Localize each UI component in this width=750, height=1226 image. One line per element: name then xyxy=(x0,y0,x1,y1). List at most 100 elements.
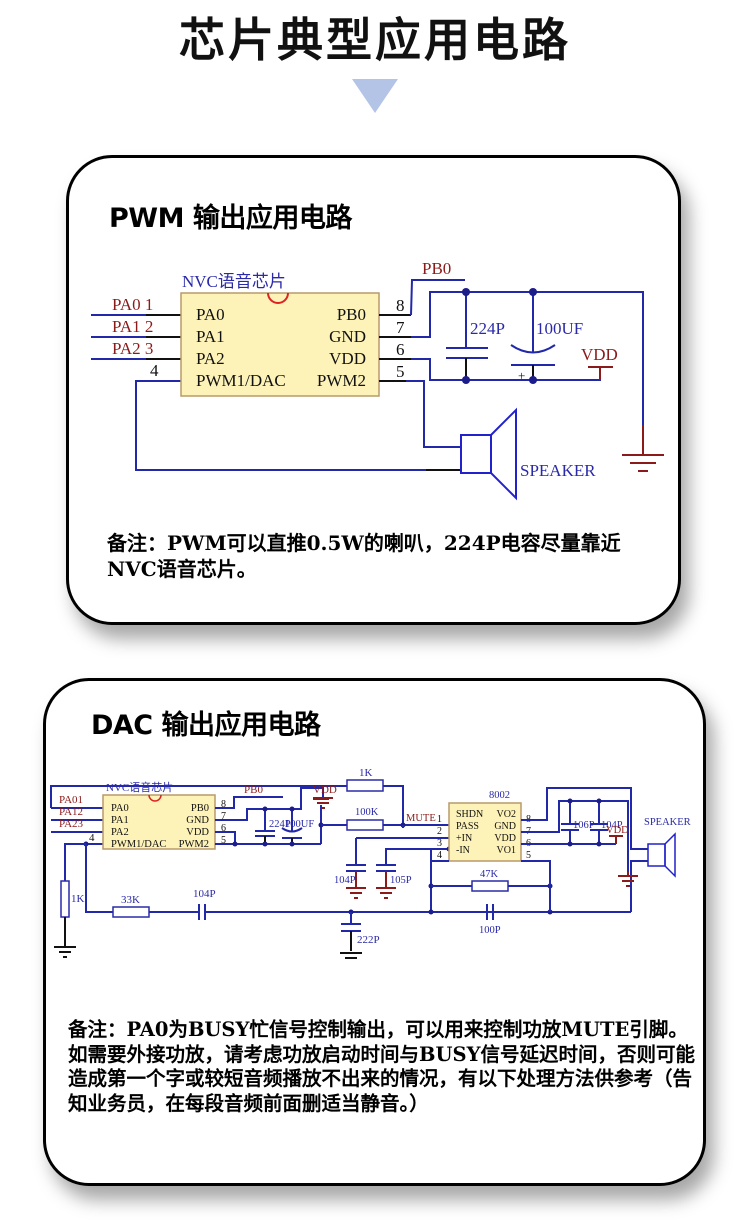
ext-label-pa12: PA12 xyxy=(59,806,83,818)
res-1k-left-label: 1K xyxy=(71,893,85,905)
amp-num-1: 1 xyxy=(437,814,442,825)
amp-pin-gnd: GND xyxy=(494,821,516,832)
chip-pin-pb0: PB0 xyxy=(337,305,366,324)
cap-104p-c-label: 104P xyxy=(601,820,623,831)
ext-label-pa2: PA2 3 xyxy=(112,339,153,358)
resistor-100k xyxy=(346,819,384,831)
nvc-chip xyxy=(102,794,216,850)
page-title: 芯片典型应用电路 xyxy=(179,13,571,67)
pwm-schematic: PA0 1 PA1 2 PA2 3 4 NVC语音芯片 PA0 PA1 PA2 … xyxy=(91,259,664,501)
amp-pin-vo1: VO1 xyxy=(497,845,516,856)
amp-num-3: 3 xyxy=(437,838,442,849)
polarity-plus: + xyxy=(518,368,525,383)
chip-pin-pwm1: PWM1/DAC xyxy=(196,371,286,390)
chip-pin-pa0: PA0 xyxy=(196,305,225,324)
pwm-circuit-card: PWM 输出应用电路 PA0 1 PA1 2 PA2 3 4 NVC语音芯片 P… xyxy=(66,155,681,625)
amp-pin-shdn: SHDN xyxy=(456,809,483,820)
vdd2-label: VDD xyxy=(606,825,629,836)
pin-num-6: 6 xyxy=(221,823,226,834)
amp-8002-chip xyxy=(448,802,522,862)
resistor-33k xyxy=(112,906,150,918)
cap-104p-b-label: 104P xyxy=(193,888,216,900)
res-100k-label: 100K xyxy=(355,807,379,818)
pwm-card-title: PWM 输出应用电路 xyxy=(109,203,352,234)
ext-label-pa01: PA01 xyxy=(59,794,83,806)
vdd-label: VDD xyxy=(581,345,618,364)
nvc-chip xyxy=(180,292,380,397)
amp-pin-in-plus: +IN xyxy=(456,833,472,844)
ground-icon xyxy=(340,952,362,959)
chip-pin-pwm2: PWM2 xyxy=(179,839,209,850)
input-wires xyxy=(91,314,461,471)
ext-label-pa0: PA0 1 xyxy=(112,295,153,314)
ground-icon xyxy=(376,887,396,899)
pwm-note: 备注：PWM可以直推0.5W的喇叭，224P电容尽量靠近NVC语音芯片。 xyxy=(107,531,621,581)
amp-pin-in-minus: -IN xyxy=(456,845,470,856)
dac-schematic: 1K PA01 PA12 PA23 4 1K 33K 104P 222P NVC… xyxy=(50,767,691,959)
resistor-1k-top xyxy=(346,779,384,792)
dac-circuit-card: DAC 输出应用电路 1K PA01 PA12 PA23 4 1K 33K 10… xyxy=(43,678,706,1186)
speaker-icon xyxy=(460,407,517,501)
ext-label-pa1: PA1 2 xyxy=(112,317,153,336)
chip-pin-gnd: GND xyxy=(186,815,209,826)
pin-num-5: 5 xyxy=(396,362,405,381)
pb0-label: PB0 xyxy=(244,784,263,796)
amp-num-2: 2 xyxy=(437,826,442,837)
chip-pin-vdd: VDD xyxy=(186,827,209,838)
ground-icon xyxy=(618,872,638,887)
pin4-number: 4 xyxy=(89,832,95,844)
chip-pin-pa1: PA1 xyxy=(111,815,129,826)
cap-100uf-label: 100UF xyxy=(536,319,583,338)
chip-label: NVC语音芯片 xyxy=(182,272,286,291)
pin-num-6: 6 xyxy=(396,340,405,359)
chip-pin-vdd: VDD xyxy=(329,349,366,368)
chip-pin-pwm2: PWM2 xyxy=(317,371,366,390)
ground-icon xyxy=(346,887,366,899)
amp-pin-vo2: VO2 xyxy=(497,809,516,820)
speaker-icon xyxy=(647,832,676,878)
pb0-label: PB0 xyxy=(422,259,451,278)
cap-106p-label: 106P xyxy=(573,820,595,831)
cap-105p-label: 105P xyxy=(390,875,412,886)
speaker-label: SPEAKER xyxy=(520,461,596,480)
chip-pin-pa2: PA2 xyxy=(196,349,225,368)
chip-label: NVC语音芯片 xyxy=(106,780,173,794)
dac-card-title: DAC 输出应用电路 xyxy=(91,710,321,741)
speaker-label: SPEAKER xyxy=(644,817,691,828)
chip-pin-pb0: PB0 xyxy=(191,803,209,814)
down-triangle-icon xyxy=(352,79,398,113)
pin-num-8: 8 xyxy=(221,799,226,810)
amp-num-4: 4 xyxy=(437,850,442,861)
pin4-number: 4 xyxy=(150,361,159,380)
pin-num-5: 5 xyxy=(221,835,226,846)
vdd-label: VDD xyxy=(313,784,337,796)
cap-224p-label: 224P xyxy=(470,319,505,338)
chip-pin-pwm1: PWM1/DAC xyxy=(111,839,166,850)
ground-icon xyxy=(622,425,664,472)
pin-num-8: 8 xyxy=(396,296,405,315)
amp-pin-vdd: VDD xyxy=(494,833,516,844)
res-47k-label: 47K xyxy=(480,869,499,880)
res-33k-label: 33K xyxy=(121,894,140,906)
cap-224p-label: 224P xyxy=(269,819,291,830)
pin-num-7: 7 xyxy=(396,318,405,337)
chip-pin-pa1: PA1 xyxy=(196,327,225,346)
resistor-47k xyxy=(471,880,509,892)
ext-label-pa23: PA23 xyxy=(59,818,84,830)
res-1k-top-label: 1K xyxy=(359,767,373,779)
mute-label: MUTE xyxy=(406,813,436,824)
amp-label: 8002 xyxy=(489,790,510,801)
cap-100p-label: 100P xyxy=(479,925,501,936)
ground-icon xyxy=(54,946,76,958)
cap-222p-label: 222P xyxy=(357,934,380,946)
chip-pin-pa2: PA2 xyxy=(111,827,129,838)
amp-num-5: 5 xyxy=(526,850,531,861)
amp-pin-pass: PASS xyxy=(456,821,479,832)
chip-pin-pa0: PA0 xyxy=(111,803,129,814)
pin-num-7: 7 xyxy=(221,811,226,822)
cap-100uf-label: 100UF xyxy=(285,819,314,830)
cap-104p-a-label: 104P xyxy=(334,875,356,886)
chip-notch xyxy=(267,292,289,304)
chip-pin-gnd: GND xyxy=(329,327,366,346)
dac-note: 备注：PA0为BUSY忙信号控制输出，可以用来控制功放MUTE引脚。如需要外接功… xyxy=(68,1018,695,1115)
